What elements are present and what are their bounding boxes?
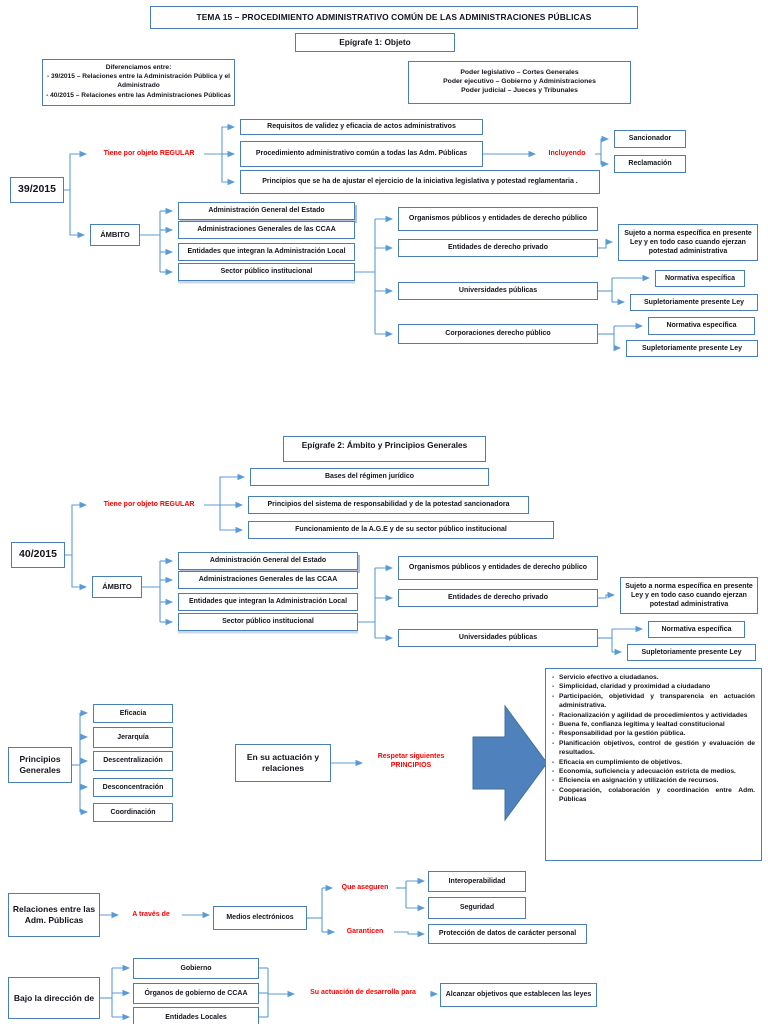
- objeto-procedimiento-box: Procedimiento administrativo común a tod…: [240, 141, 483, 167]
- supletoria-box-ep1-univ: Supletoriamente presente Ley: [630, 294, 758, 311]
- descentralizacion-box: Descentralización: [93, 751, 173, 771]
- page-title: TEMA 15 – PROCEDIMIENTO ADMINISTRATIVO C…: [150, 6, 638, 29]
- principios-lista: Servicio efectivo a ciudadanos.Simplicid…: [550, 673, 755, 805]
- alcanzar-objetivos-box: Alcanzar objetivos que establecen las le…: [440, 983, 597, 1007]
- principios-lista-box: Servicio efectivo a ciudadanos.Simplicid…: [545, 668, 762, 861]
- epigrafe2-heading: Epígrafe 2: Ámbito y Principios Generale…: [283, 436, 486, 462]
- organismos-box-ep2: Organismos públicos y entidades de derec…: [398, 556, 598, 580]
- jerarquia-box: Jerarquía: [93, 727, 173, 748]
- regular-label-ep1: Tiene por objeto REGULAR: [103, 150, 195, 157]
- ambito-local-box-ep1: Entidades que integran la Administración…: [178, 243, 355, 261]
- a-traves-de-label: A través de: [132, 911, 170, 918]
- diferenciamos-intro: Diferenciamos entre:: [105, 64, 172, 71]
- medios-electronicos-box: Medios electrónicos: [213, 906, 307, 930]
- objeto-principios-box: Principios que se ha de ajustar el ejerc…: [240, 170, 600, 194]
- normativa-box-ep1-corp: Normativa específica: [648, 317, 755, 335]
- ambito-label-ep1: ÁMBITO: [90, 224, 140, 246]
- diferenciamos-box: Diferenciamos entre: 39/2015 – Relacione…: [42, 59, 235, 106]
- su-actuacion-label: Su actuación de desarrolla para: [310, 989, 416, 996]
- eficacia-box: Eficacia: [93, 704, 173, 723]
- organismos-box-ep1: Organismos públicos y entidades de derec…: [398, 207, 598, 231]
- epigrafe1-heading: Epígrafe 1: Objeto: [295, 33, 455, 52]
- ambito-age-box-ep1: Administración General del Estado: [178, 202, 355, 220]
- big-blue-arrow: [472, 704, 548, 822]
- regular-label-ep2: Tiene por objeto REGULAR: [103, 501, 195, 508]
- privado-box-ep2: Entidades de derecho privado: [398, 589, 598, 607]
- bajo-direccion-box: Bajo la dirección de: [8, 977, 100, 1019]
- ambito-ccaa-box-ep1: Administraciones Generales de las CCAA: [178, 221, 355, 239]
- responsabilidad-box: Principios del sistema de responsabilida…: [248, 496, 529, 514]
- normativa-box-ep2: Normativa específica: [648, 621, 745, 638]
- corporaciones-box-ep1: Corporaciones derecho público: [398, 324, 598, 344]
- principios-generales-box: Principios Generales: [8, 747, 72, 783]
- garanticen-label: Garanticen: [346, 928, 384, 935]
- respetar-principios-label: Respetar siguientes PRINCIPIOS: [377, 753, 445, 770]
- organos-gobierno-ccaa-box: Órganos de gobierno de CCAA: [133, 983, 259, 1004]
- funcionamiento-box: Funcionamiento de la A.G.E y de su secto…: [248, 521, 554, 539]
- coordinacion-box: Coordinación: [93, 803, 173, 822]
- gobierno-box: Gobierno: [133, 958, 259, 979]
- que-aseguren-label: Que aseguren: [341, 884, 389, 891]
- sujeto-norma-box-ep2: Sujeto a norma específica en presente Le…: [620, 577, 758, 614]
- ambito-sector-box-ep2: Sector público institucional: [178, 613, 358, 631]
- interoperabilidad-box: Interoperabilidad: [428, 871, 526, 892]
- supletoria-box-ep2: Supletoriamente presente Ley: [627, 644, 756, 661]
- incluyendo-label: Incluyendo: [548, 150, 586, 157]
- ambito-local-box-ep2: Entidades que integran la Administración…: [178, 593, 358, 611]
- desconcentracion-box: Desconcentración: [93, 778, 173, 797]
- ambito-age-box-ep2: Administración General del Estado: [178, 552, 358, 570]
- actuacion-relaciones-box: En su actuación y relaciones: [235, 744, 331, 782]
- relaciones-adm-box: Relaciones entre las Adm. Públicas: [8, 893, 100, 937]
- bases-box: Bases del régimen jurídico: [250, 468, 489, 486]
- reclamacion-box: Reclamación: [614, 155, 686, 173]
- sancionador-box: Sancionador: [614, 130, 686, 148]
- ambito-ccaa-box-ep2: Administraciones Generales de las CCAA: [178, 571, 358, 589]
- law-40-box: 40/2015: [11, 542, 65, 568]
- sujeto-norma-box-ep1: Sujeto a norma específica en presente Le…: [618, 224, 758, 261]
- objeto-requisitos-box: Requisitos de validez y eficacia de acto…: [240, 119, 483, 135]
- law-39-box: 39/2015: [10, 177, 64, 203]
- diferenciamos-items: 39/2015 – Relaciones entre la Administra…: [46, 72, 231, 100]
- privado-box-ep1: Entidades de derecho privado: [398, 239, 598, 257]
- entidades-locales-box: Entidades Locales: [133, 1007, 259, 1024]
- ambito-sector-box-ep1: Sector público institucional: [178, 263, 355, 281]
- proteccion-datos-box: Protección de datos de carácter personal: [428, 924, 587, 944]
- ambito-label-ep2: ÁMBITO: [92, 576, 142, 598]
- seguridad-box: Seguridad: [428, 897, 526, 919]
- normativa-box-ep1-univ: Normativa específica: [655, 270, 745, 287]
- universidades-box-ep1: Universidades públicas: [398, 282, 598, 300]
- universidades-box-ep2: Universidades públicas: [398, 629, 598, 647]
- supletoria-box-ep1-corp: Supletoriamente presente Ley: [626, 340, 758, 357]
